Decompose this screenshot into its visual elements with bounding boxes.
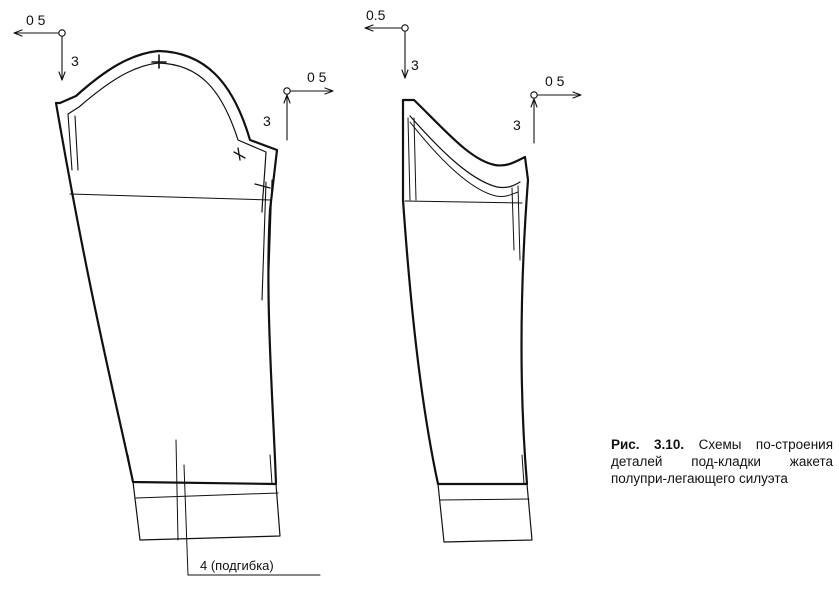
left-sleeve-crown-mark: [151, 54, 167, 69]
right-sleeve-inner-line-2: [409, 121, 519, 197]
right-sleeve-hem-inner: [439, 498, 530, 501]
left-sleeve-hem-allowance: [132, 481, 281, 541]
right-control-point-right: [530, 91, 582, 144]
left-sleeve-hem-inner: [135, 492, 279, 499]
left-top-dy-label: 3: [71, 53, 79, 69]
right-right-dy-label: 3: [513, 117, 521, 133]
right-sleeve-notch-lines: [407, 117, 521, 261]
figure-number: Рис. 3.10.: [611, 437, 685, 452]
hem-allowance-label: 4 (подгибка): [200, 558, 274, 573]
right-sleeve-hem-allowance: [437, 483, 533, 543]
figure-caption-text: Схемы по-строения деталей под-кладки жак…: [611, 437, 834, 486]
right-sleeve-bicep-line: [404, 200, 523, 204]
left-sleeve-inner-line: [67, 62, 267, 213]
right-sleeve-outline: [401, 98, 530, 486]
left-sleeve-outline: [54, 49, 279, 486]
left-right-dy-label: 3: [263, 113, 271, 129]
left-right-dx-label: 0 5: [307, 69, 327, 85]
left-sleeve-bicep-line: [69, 193, 271, 201]
left-sleeve-pattern: [54, 49, 321, 576]
right-top-dx-label: 0.5: [366, 7, 386, 23]
right-sleeve-hem-ticks: [432, 454, 525, 485]
left-sleeve-marks: [233, 147, 271, 189]
left-sleeve-notch-lines: [67, 113, 273, 301]
right-sleeve-pattern: [401, 98, 533, 543]
right-control-point-top: [364, 24, 409, 79]
left-control-point-right: [283, 87, 334, 141]
left-top-dx-label: 0 5: [26, 12, 46, 28]
figure-caption: Рис. 3.10. Схемы по-строения деталей под…: [611, 436, 833, 487]
right-right-dx-label: 0 5: [545, 73, 565, 89]
right-top-dy-label: 3: [411, 57, 419, 73]
left-sleeve-hem-ticks: [127, 439, 273, 576]
left-control-point-top: [13, 29, 66, 81]
right-sleeve-inner-line: [409, 115, 521, 189]
